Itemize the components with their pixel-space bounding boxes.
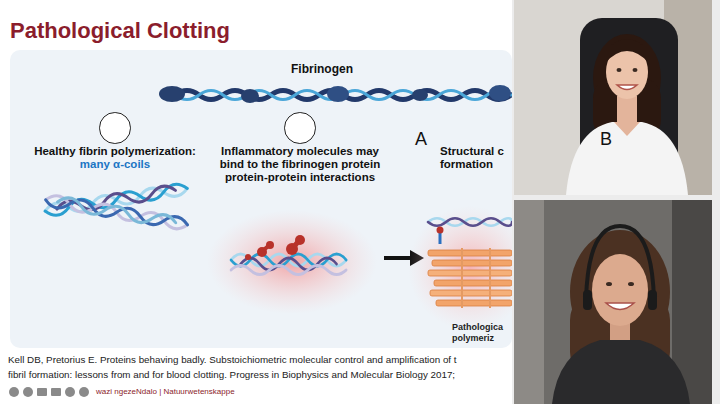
fibrinogen-strand: [327, 86, 349, 102]
toolbar-icons: [51, 388, 61, 396]
webcam-top: [604, 39, 650, 64]
toolbar-icons: [23, 387, 33, 397]
healthy-helices: [44, 183, 188, 231]
fibrinogen-strand: [159, 86, 185, 102]
pathological-fibrils: [436, 300, 512, 306]
pathological-fibrils: [428, 218, 512, 226]
toolbar-icons: [9, 387, 89, 397]
bound-helices: [231, 266, 346, 275]
webcam-bottom: [592, 254, 648, 326]
bound-helices: [231, 254, 346, 266]
pathological-fibrils: [439, 232, 442, 244]
webcam-top: [614, 122, 640, 136]
fibrinogen-strand: [159, 85, 511, 103]
webcam-bottom: [628, 282, 634, 286]
webcam-bottom: [583, 290, 592, 310]
inflammatory-molecules: [292, 240, 300, 249]
panel-letter-circle: A: [99, 112, 131, 144]
toolbar-icons: [65, 387, 75, 397]
webcam-frame: [512, 0, 720, 404]
healthy-helices: [45, 194, 189, 231]
webcam-top: [617, 68, 622, 72]
panel-caption: many α-coils: [80, 158, 150, 171]
panel-letter: A: [415, 129, 427, 151]
footer-text: wazi ngezeNdalo | Natuurwetenskappe: [96, 387, 235, 396]
pathological-fibrils: [428, 218, 512, 308]
transition-arrow: [384, 256, 412, 260]
inflammatory-molecules: [245, 254, 251, 260]
webcam-top: [514, 0, 712, 195]
panel-caption: formation: [440, 158, 493, 171]
webcam-top: [617, 96, 637, 126]
webcam-bottom: [606, 303, 634, 310]
inflammatory-molecules: [262, 245, 269, 252]
inflammation-glow: [207, 210, 377, 314]
fibrinogen-strand: [412, 89, 428, 101]
healthy-helices: [45, 194, 189, 231]
molecule-label: Fibrinogen: [291, 62, 353, 76]
healthy-helices: [45, 194, 189, 231]
panel-caption: Structural c: [440, 145, 504, 158]
inflammation-glow: [207, 210, 377, 314]
panel-letter: B: [600, 129, 612, 151]
webcam-bottom: [514, 200, 712, 404]
pathological-fibrils: [428, 250, 512, 256]
pathological-fibrils: [428, 218, 512, 226]
webcam-top: [566, 122, 688, 195]
structure-label: polymeriz: [452, 333, 494, 343]
webcam-bottom: [552, 340, 690, 404]
reference-text: Kell DB, Pretorius E. Proteins behaving …: [8, 354, 457, 365]
structure-label: Pathologica: [452, 322, 503, 332]
webcam-frame: [512, 0, 720, 404]
webcam-top: [617, 85, 637, 90]
toolbar-icons: [9, 387, 19, 397]
slide-title: Pathological Clotting: [10, 18, 230, 44]
pathological-fibrils: [430, 290, 512, 296]
inflammatory-molecules: [245, 235, 305, 260]
webcam-bottom: [514, 200, 544, 404]
toolbar-icons: [79, 387, 89, 397]
panel-caption: Inflammatory molecules may bind to the f…: [216, 145, 384, 185]
fibrinogen-strand: [241, 89, 259, 103]
pathological-fibrils: [428, 270, 512, 276]
panel-letter-circle: B: [284, 112, 316, 144]
panel-caption: Healthy fibrin polymerization:: [34, 145, 196, 158]
reference-text: fibril formation: lessons from and for b…: [8, 369, 455, 380]
healthy-helices: [56, 196, 176, 229]
pathological-fibrils: [437, 227, 444, 234]
pathological-fibrils: [461, 248, 463, 308]
bound-helices: [231, 254, 346, 266]
webcam-bottom: [606, 282, 612, 286]
pathological-fibrils: [434, 280, 512, 286]
webcam-bottom: [586, 226, 654, 300]
pathological-fibrils: [489, 248, 491, 308]
pathological-fibrils: [428, 218, 512, 226]
fibrinogen-strand: [489, 85, 511, 101]
webcam-top: [514, 0, 712, 195]
webcam-top: [633, 68, 638, 72]
webcam-bottom: [514, 200, 712, 404]
webcam-bottom: [648, 290, 657, 310]
toolbar-icons: [37, 388, 47, 396]
pathological-fibrils: [432, 260, 512, 266]
bound-helices: [231, 254, 346, 275]
